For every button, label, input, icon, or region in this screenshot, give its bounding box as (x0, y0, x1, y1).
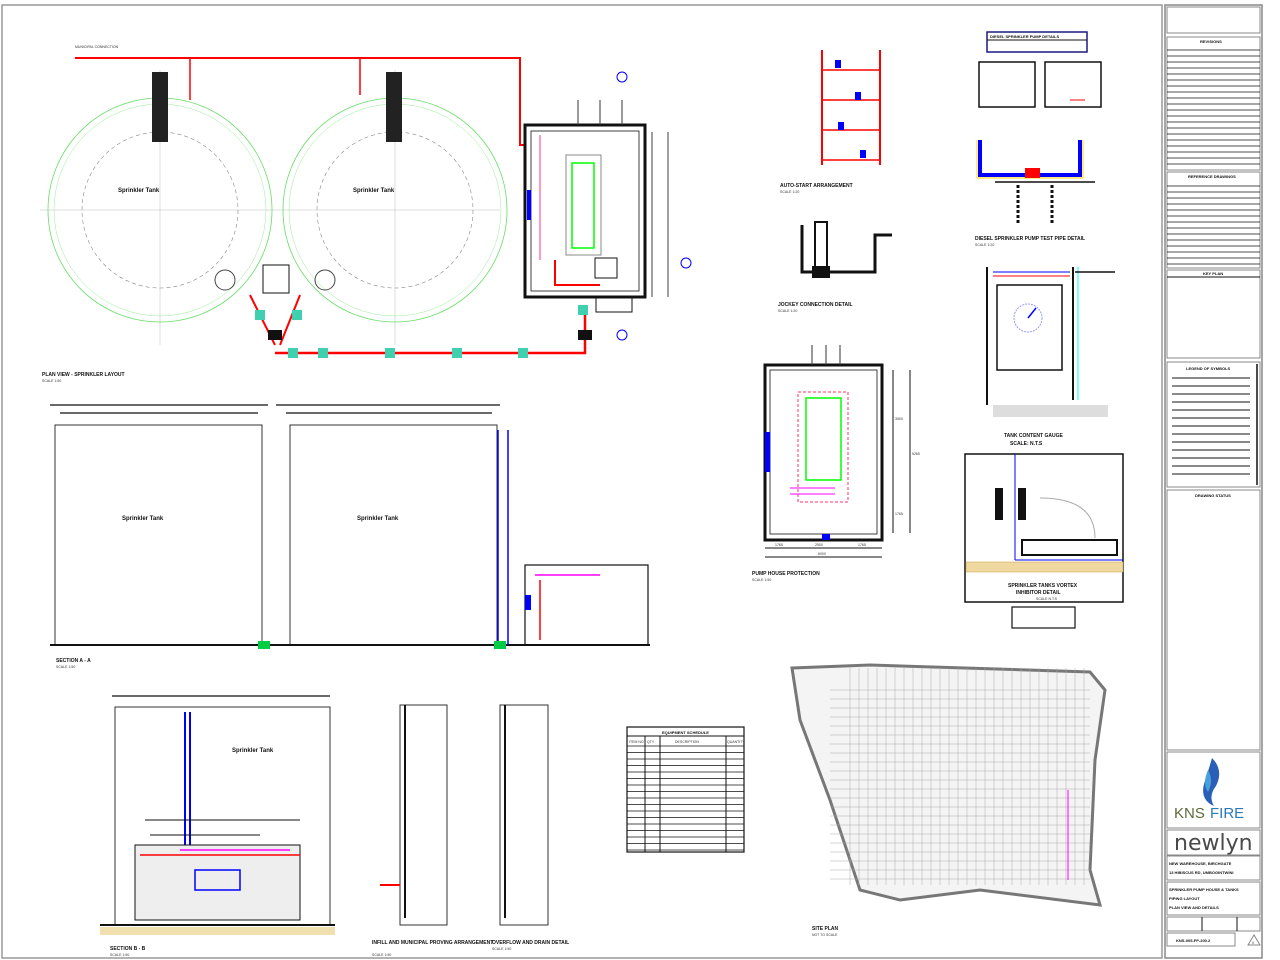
section-bb-scale: SCALE 1:50 (110, 953, 129, 957)
title-block: REVISIONS REFERENCE DRAWINGS KEY PLAN LE… (1164, 4, 1263, 959)
diesel-pump-plan (571, 162, 595, 249)
site-plan: SITE PLAN NOT TO SCALE (790, 663, 1107, 937)
pump-house-protection-scale: SCALE 1:50 (752, 578, 771, 582)
pump-house-plan (523, 123, 647, 299)
dim-3500: 3500 (895, 417, 903, 421)
municipal-supply-pipe (75, 57, 525, 146)
section-aa-tank-1-label: Sprinkler Tank (122, 516, 164, 522)
equipment-header-qty: QTY (647, 740, 655, 744)
drawing-title-line-1: SPRINKLER PUMP HOUSE & TANKS (1169, 887, 1239, 892)
site-plan-scale: NOT TO SCALE (812, 933, 838, 937)
legend-title: LEGEND OF SYMBOLS (1186, 366, 1231, 371)
jockey-title: JOCKEY CONNECTION DETAIL (778, 302, 853, 308)
drawing-title-line-3: PLAN VIEW AND DETAILS (1169, 905, 1219, 910)
equipment-header-quantity: QUANTITY (727, 740, 745, 744)
tank-1-label: Sprinkler Tank (118, 188, 160, 194)
sheet-border (1, 4, 1163, 959)
equipment-schedule: EQUIPMENT SCHEDULE ITEM NO QTY DESCRIPTI… (626, 726, 745, 853)
site-plan-title: SITE PLAN (812, 926, 839, 932)
test-pipe-detail: DIESEL SPRINKLER PUMP TEST PIPE DETAIL S… (975, 140, 1095, 247)
kns-fire-logo: KNS FIRE (1174, 758, 1244, 822)
tank-content-gauge-detail: TANK CONTENT GAUGE SCALE: N.T.S (986, 267, 1115, 447)
test-pipe-title: DIESEL SPRINKLER PUMP TEST PIPE DETAIL (975, 236, 1085, 242)
dim-5265: 5265 (912, 452, 920, 456)
reference-drawings-title: REFERENCE DRAWINGS (1188, 174, 1236, 179)
section-a-a: Sprinkler Tank Sprinkler Tank SECTION A … (50, 404, 650, 669)
tank-2-pump-icon (386, 72, 402, 142)
equipment-schedule-title: EQUIPMENT SCHEDULE (662, 730, 709, 735)
tank-gauge-scale: SCALE: N.T.S (1010, 441, 1043, 447)
gauge-dial (1013, 303, 1043, 333)
auto-start-detail: AUTO-START ARRANGEMENT SCALE 1:20 (780, 50, 881, 194)
vortex-inhibitor-detail: SPRINKLER TANKS VORTEX INHIBITOR DETAIL … (964, 453, 1124, 629)
key-plan-title: KEY PLAN (1203, 271, 1223, 276)
dim-1765-right: 1765 (858, 543, 866, 547)
infill-title: INFILL AND MUNICIPAL PROVING ARRANGEMENT (372, 940, 493, 946)
vortex-title: SPRINKLER TANKS VORTEX (1008, 583, 1078, 589)
address-line-1: NEW WAREHOUSE, BIRCHGATE (1169, 861, 1232, 866)
test-pipe-scale: SCALE 1:20 (975, 243, 994, 247)
drawing-number: KNS-005-FP-200.2 (1176, 938, 1211, 943)
jockey-scale: SCALE 1:20 (778, 309, 797, 313)
logo-text-kns: KNS (1174, 805, 1205, 822)
section-bb-title: SECTION B - B (110, 946, 146, 952)
client-logo-newlyn: newlyn (1174, 831, 1253, 856)
dim-1765-left: 1765 (775, 543, 783, 547)
suction-manifold-pipe (275, 310, 587, 355)
tank-2-label: Sprinkler Tank (353, 188, 395, 194)
overflow-title: OVERFLOW AND DRAIN DETAIL (492, 940, 569, 946)
dim-6000: 6000 (818, 552, 826, 556)
infill-scale: SCALE 1:50 (372, 953, 391, 957)
dim-1765-vertical: 1765 (895, 512, 903, 516)
drawing-status-title: DRAWING STATUS (1195, 493, 1231, 498)
dim-2500: 2500 (815, 543, 823, 547)
logo-text-fire: FIRE (1210, 805, 1244, 822)
section-aa-title: SECTION A - A (56, 658, 91, 664)
plan-view-scale: SCALE 1:50 (42, 379, 61, 383)
revision-number: 0 (1252, 941, 1254, 945)
auto-start-title: AUTO-START ARRANGEMENT (780, 183, 853, 189)
jockey-connection-detail: JOCKEY CONNECTION DETAIL SCALE 1:20 (778, 221, 892, 313)
section-bb-tank-label: Sprinkler Tank (232, 748, 274, 754)
auto-start-scale: SCALE 1:20 (780, 190, 799, 194)
tank-gauge-title: TANK CONTENT GAUGE (1004, 433, 1063, 439)
revisions-title: REVISIONS (1200, 39, 1222, 44)
municipal-connection-label: MUNICIPAL CONNECTION (75, 45, 119, 49)
address-line-2: 13 HIBISCUS RD, UMBOGINTWINI (1169, 870, 1233, 875)
vortex-title-2: INHIBITOR DETAIL (1016, 590, 1061, 596)
overflow-detail: OVERFLOW AND DRAIN DETAIL SCALE 1:50 (492, 704, 569, 951)
plan-view: Sprinkler Tank Sprinkler Tank MUNICIPAL … (40, 45, 692, 383)
section-aa-scale: SCALE 1:50 (56, 665, 75, 669)
diesel-pump-details: DIESEL SPRINKLER PUMP DETAILS (978, 31, 1102, 108)
site-boundary (790, 663, 1107, 907)
infill-detail: INFILL AND MUNICIPAL PROVING ARRANGEMENT… (372, 704, 493, 957)
vortex-scale: SCALE N.T.S (1036, 597, 1058, 601)
section-b-b: Sprinkler Tank SECTION B - B SCALE 1:50 (100, 695, 335, 957)
section-aa-tank-2-label: Sprinkler Tank (357, 516, 399, 522)
equipment-header-item: ITEM NO (629, 740, 644, 744)
diesel-details-title: DIESEL SPRINKLER PUMP DETAILS (990, 34, 1059, 39)
pump-house-protection-title: PUMP HOUSE PROTECTION (752, 571, 820, 577)
tank-1-pump-icon (152, 72, 168, 142)
equipment-header-description: DESCRIPTION (675, 740, 699, 744)
overflow-scale: SCALE 1:50 (492, 947, 511, 951)
plan-view-title: PLAN VIEW - SPRINKLER LAYOUT (42, 372, 125, 378)
drawing-title-line-2: PIPING LAYOUT (1169, 896, 1200, 901)
pump-house-protection: 1765 2500 1765 6000 3500 1765 5265 PUMP … (752, 345, 920, 582)
